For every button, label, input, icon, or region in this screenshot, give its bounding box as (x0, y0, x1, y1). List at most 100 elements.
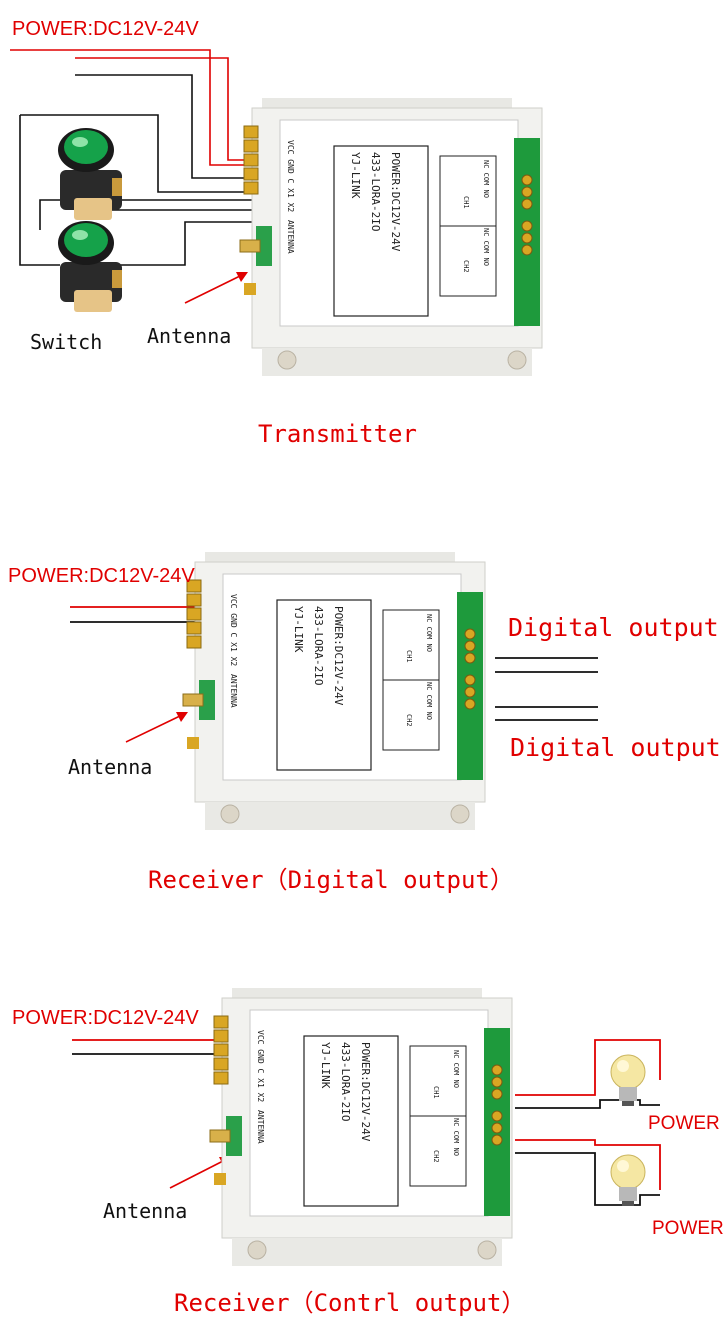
ch2-terms: NC COM NO (482, 228, 490, 266)
antenna-label: Antenna (103, 1199, 188, 1223)
model-text: 433-LORA-2IO (312, 606, 325, 685)
ch2-terms: NC COM NO (425, 682, 433, 720)
antenna-connector (182, 693, 204, 707)
antenna-connector (209, 1129, 231, 1143)
relay-screw (491, 1110, 503, 1122)
ch1-terms: NC COM NO (482, 160, 490, 198)
ch2-label: CH2 (462, 260, 470, 273)
relay-screw (521, 186, 533, 198)
relay-terminal-strip (457, 592, 483, 780)
relay-terminal-strip (484, 1028, 510, 1216)
relay-screw (464, 640, 476, 652)
brand-text: YJ-LINK (292, 606, 305, 653)
relay-screw (521, 198, 533, 210)
switch-wire-5 (118, 221, 252, 266)
lamp-wire-black-2 (515, 1152, 660, 1206)
power-label: POWER:DC12V-24V (12, 1007, 199, 1029)
relay-screw (491, 1076, 503, 1088)
pin-labels: VCC GND C X1 X2 (286, 140, 295, 212)
section-caption: Receiver（Contrl output） (174, 1289, 526, 1317)
module-bottom-rail (232, 1238, 502, 1266)
ch2-label: CH2 (405, 714, 413, 727)
antenna-label: Antenna (68, 755, 153, 779)
relay-screw (464, 652, 476, 664)
module-bottom-rail (262, 348, 532, 376)
lamp-power-label-1: POWER (648, 1113, 720, 1134)
antenna-board (199, 680, 215, 720)
lamp-wire-red-2 (515, 1139, 661, 1190)
terminal-screw (187, 737, 199, 749)
terminal-screw (186, 621, 202, 635)
module-bottom-rail (205, 802, 475, 830)
power-wire-black (75, 74, 252, 179)
relay-screw (491, 1088, 503, 1100)
antenna-label: Antenna (147, 324, 232, 348)
model-text: 433-LORA-2IO (369, 152, 382, 231)
switch-wire-6 (39, 199, 62, 230)
push-button-1 (58, 128, 122, 220)
antenna-pin-label: ANTENNA (229, 674, 238, 708)
receiver-digital-wiring (70, 606, 598, 721)
module-power-text: POWER:DC12V-24V (332, 606, 345, 706)
relay-terminal-strip (514, 138, 540, 326)
model-text: 433-LORA-2IO (339, 1042, 352, 1121)
relay-screw (491, 1064, 503, 1076)
relay-screw (464, 686, 476, 698)
model-box (333, 145, 429, 317)
antenna-board (226, 1116, 242, 1156)
terminal-screw (213, 1071, 229, 1085)
receiver-control-wiring (72, 1039, 661, 1206)
label-panel (222, 573, 462, 781)
terminal-screw (243, 181, 259, 195)
terminal-screw (214, 1173, 226, 1185)
terminal-screw (244, 283, 256, 295)
pin-labels: VCC GND C X1 X2 (256, 1030, 265, 1102)
lamp-1 (610, 1054, 646, 1106)
antenna-board (256, 226, 272, 266)
terminal-screw (243, 139, 259, 153)
mount-hole (220, 804, 240, 824)
switch-label: Switch (30, 330, 103, 354)
terminal-screw (213, 1057, 229, 1071)
lamp-wire-red-1 (515, 1039, 661, 1096)
antenna-arrow-2 (125, 712, 188, 743)
ch2-terms: NC COM NO (452, 1118, 460, 1156)
relay-screw (521, 232, 533, 244)
ch1-terms: NC COM NO (425, 614, 433, 652)
model-box (276, 599, 372, 771)
relay-screw (464, 674, 476, 686)
antenna-pin-label: ANTENNA (286, 220, 295, 254)
ch1-terms: NC COM NO (452, 1050, 460, 1088)
digital-output-label-2: Digital output (510, 733, 721, 762)
relay-screw (491, 1122, 503, 1134)
relay-screw (491, 1134, 503, 1146)
section-caption: Receiver（Digital output） (148, 866, 514, 894)
lamp-power-label-2: POWER (652, 1218, 724, 1239)
brand-text: YJ-LINK (319, 1042, 332, 1089)
ch1-label: CH1 (432, 1086, 440, 1099)
terminal-screw (186, 607, 202, 621)
ch1-label: CH1 (405, 650, 413, 663)
switch-wire-2 (19, 115, 60, 266)
terminal-screw (243, 125, 259, 139)
section-caption: Transmitter (258, 420, 417, 448)
ch1-label: CH1 (462, 196, 470, 209)
label-panel (279, 119, 519, 327)
brand-text: YJ-LINK (349, 152, 362, 199)
relay-screw (464, 698, 476, 710)
relay-screw (521, 220, 533, 232)
power-wire-red-2 (75, 57, 252, 161)
terminal-screw (213, 1043, 229, 1057)
terminal-screw (186, 635, 202, 649)
antenna-arrow-1 (184, 272, 248, 304)
relay-screw (521, 244, 533, 256)
transmitter-wiring (10, 49, 252, 266)
module-power-text: POWER:DC12V-24V (389, 152, 402, 252)
antenna-connector (239, 239, 261, 253)
lamp-wire-black-1 (515, 1099, 660, 1109)
mount-hole (507, 350, 527, 370)
terminal-screw (186, 593, 202, 607)
power-label: POWER:DC12V-24V (12, 18, 199, 40)
